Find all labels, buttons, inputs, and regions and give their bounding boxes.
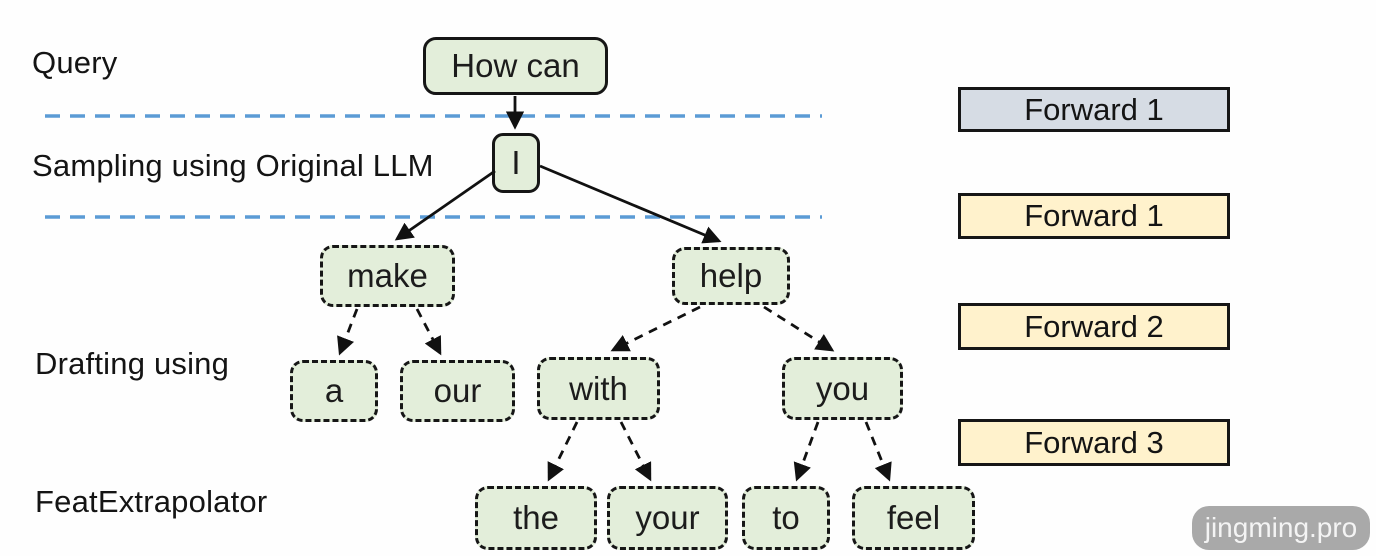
forward-box-3-draft-label: Forward 3: [1024, 424, 1164, 460]
node-how-can: How can: [423, 37, 608, 95]
forward-box-1-verify: Forward 1: [958, 87, 1230, 132]
forward-box-2-draft: Forward 2: [958, 303, 1230, 350]
node-i-label: I: [511, 144, 521, 181]
node-your: your: [607, 486, 728, 550]
edge-make-a: [337, 308, 359, 356]
node-to-label: to: [772, 499, 800, 536]
node-you: you: [782, 357, 903, 420]
forward-box-2-draft-label: Forward 2: [1024, 308, 1164, 344]
node-make-label: make: [347, 257, 428, 294]
node-a-label: a: [324, 372, 344, 409]
node-how-can-label: How can: [451, 47, 580, 84]
forward-box-1-draft-label: Forward 1: [1024, 198, 1164, 233]
section-label-drafting: Drafting using FeatExtrapolator: [35, 249, 267, 556]
edge-make-our: [415, 308, 442, 356]
node-your-label: your: [635, 499, 700, 536]
node-feel-label: feel: [886, 499, 941, 536]
section-label-drafting-line1: Drafting using: [35, 346, 230, 381]
edge-help-with: [610, 305, 701, 352]
node-help: help: [672, 247, 790, 305]
node-our: our: [400, 360, 515, 422]
section-label-drafting-line2: FeatExtrapolator: [35, 484, 268, 519]
node-feel: feel: [852, 486, 975, 550]
node-with: with: [537, 357, 660, 420]
node-you-label: you: [815, 369, 870, 407]
node-i: I: [492, 133, 540, 193]
edge-help-you: [763, 305, 835, 352]
section-label-sampling: Sampling using Original LLM: [32, 148, 434, 183]
node-a: a: [290, 360, 378, 422]
forward-box-1-draft: Forward 1: [958, 193, 1230, 239]
edge-with-your: [619, 421, 652, 482]
section-label-query: Query: [32, 45, 118, 80]
edge-i-help: [539, 164, 722, 244]
node-make: make: [320, 245, 455, 307]
forward-box-1-verify-label: Forward 1: [1024, 91, 1164, 127]
node-with-label: with: [569, 369, 628, 407]
node-help-label: help: [699, 257, 763, 294]
node-the: the: [475, 486, 597, 550]
edge-you-feel: [864, 421, 892, 482]
edge-with-the: [547, 421, 579, 482]
node-our-label: our: [433, 372, 482, 409]
node-the-label: the: [513, 499, 559, 536]
watermark-badge: jingming.pro: [1192, 506, 1370, 550]
edge-you-to: [793, 421, 820, 482]
watermark-text: jingming.pro: [1204, 512, 1358, 543]
node-to: to: [742, 486, 830, 550]
forward-box-3-draft: Forward 3: [958, 419, 1230, 466]
